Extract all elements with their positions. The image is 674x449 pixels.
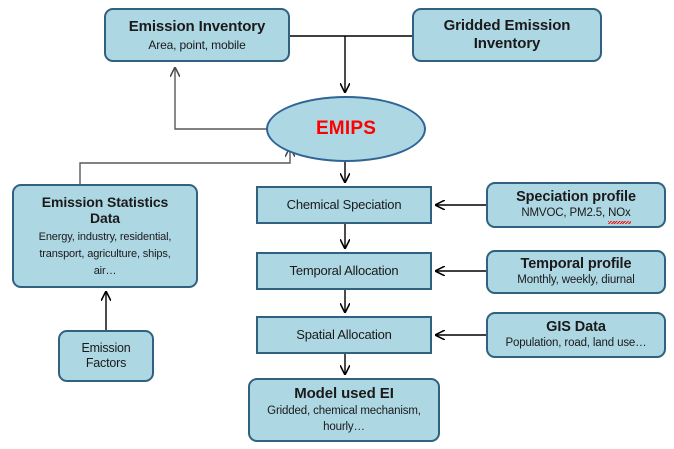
node-emission-statistics-data-subtitle-line3: air… xyxy=(93,265,117,278)
node-speciation-profile-subtitle-prefix: NMVOC, PM2.5, xyxy=(521,207,609,220)
node-speciation-profile-subtitle-misspelled: NOx xyxy=(608,207,631,224)
node-temporal-profile[interactable]: Temporal profile Monthly, weekly, diurna… xyxy=(486,250,666,294)
node-model-used-ei-subtitle-line2: hourly… xyxy=(323,420,365,433)
node-gridded-emission-inventory-title-line1: Gridded Emission xyxy=(443,17,571,35)
node-emission-statistics-data-subtitle-line2: transport, agriculture, ships, xyxy=(39,247,171,260)
node-spatial-allocation[interactable]: Spatial Allocation xyxy=(256,316,432,354)
node-spatial-allocation-label: Spatial Allocation xyxy=(296,327,392,343)
node-chemical-speciation-label: Chemical Speciation xyxy=(286,197,402,213)
node-temporal-profile-title: Temporal profile xyxy=(520,256,632,273)
node-emission-statistics-data-title-line2: Data xyxy=(90,210,120,227)
node-emips[interactable]: EMIPS xyxy=(266,96,426,162)
link-emips-to-ei xyxy=(175,68,268,130)
node-model-used-ei-title: Model used EI xyxy=(294,385,394,403)
node-speciation-profile-subtitle: NMVOC, PM2.5, NOx xyxy=(521,207,631,224)
node-emission-factors-line2: Factors xyxy=(85,356,127,370)
node-emips-title: EMIPS xyxy=(315,117,377,139)
node-gis-data[interactable]: GIS Data Population, road, land use… xyxy=(486,312,666,358)
node-emission-inventory-title: Emission Inventory xyxy=(128,17,266,35)
node-gis-data-subtitle: Population, road, land use… xyxy=(505,337,647,350)
node-model-used-ei-subtitle-line1: Gridded, chemical mechanism, xyxy=(267,405,421,418)
node-temporal-profile-subtitle: Monthly, weekly, diurnal xyxy=(517,274,635,287)
node-emission-statistics-data[interactable]: Emission Statistics Data Energy, industr… xyxy=(12,184,198,288)
link-stats-to-emips xyxy=(79,148,290,184)
node-temporal-allocation[interactable]: Temporal Allocation xyxy=(256,252,432,290)
node-emission-statistics-data-title-line1: Emission Statistics xyxy=(41,193,169,210)
node-emission-statistics-data-subtitle-line1: Energy, industry, residential, xyxy=(38,230,172,243)
node-temporal-allocation-label: Temporal Allocation xyxy=(289,263,399,279)
node-gridded-emission-inventory[interactable]: Gridded Emission Inventory xyxy=(412,8,602,62)
node-gis-data-title: GIS Data xyxy=(546,319,606,336)
node-emission-factors[interactable]: Emission Factors xyxy=(58,330,154,382)
node-emission-inventory-subtitle: Area, point, mobile xyxy=(148,37,246,52)
node-model-used-ei[interactable]: Model used EI Gridded, chemical mechanis… xyxy=(248,378,440,442)
node-gridded-emission-inventory-title-line2: Inventory xyxy=(473,35,541,52)
node-speciation-profile-title: Speciation profile xyxy=(516,189,636,206)
node-chemical-speciation[interactable]: Chemical Speciation xyxy=(256,186,432,224)
node-emission-inventory[interactable]: Emission Inventory Area, point, mobile xyxy=(104,8,290,62)
node-speciation-profile[interactable]: Speciation profile NMVOC, PM2.5, NOx xyxy=(486,182,666,228)
node-emission-factors-line1: Emission xyxy=(81,341,131,355)
